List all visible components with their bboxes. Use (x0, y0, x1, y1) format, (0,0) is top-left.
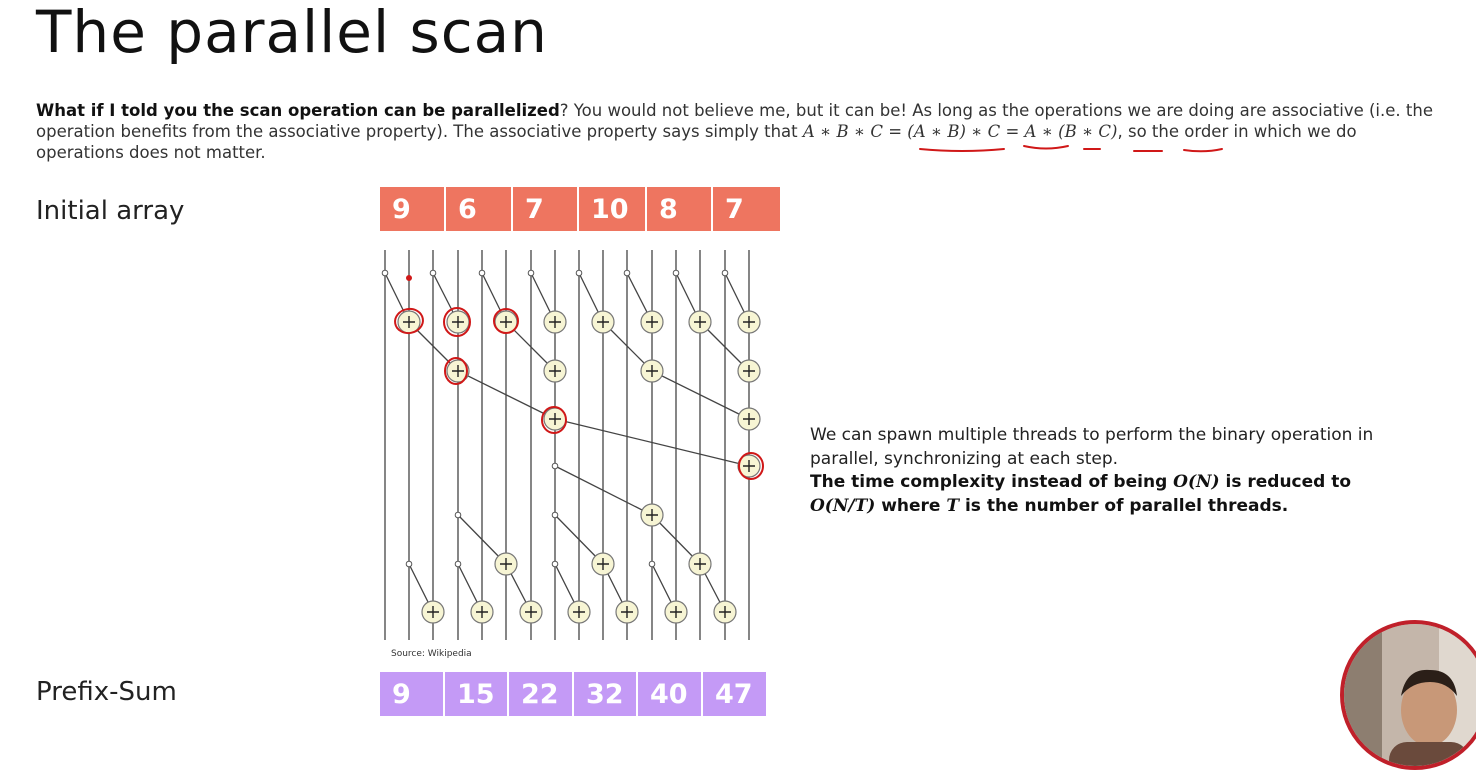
prefix-sum-label: Prefix-Sum (36, 677, 177, 707)
intro-paragraph: What if I told you the scan operation ca… (36, 100, 1436, 163)
initial-cell: 9 (380, 187, 446, 231)
initial-cell: 7 (513, 187, 579, 231)
prefix-cell: 47 (703, 672, 766, 716)
source-caption: Source: Wikipedia (391, 649, 472, 659)
initial-cell: 8 (647, 187, 713, 231)
prefix-cell: 9 (380, 672, 445, 716)
formula-underline-annotations (919, 145, 1223, 153)
red-annotation-circles (394, 275, 764, 480)
initial-cell: 10 (579, 187, 647, 231)
parallel-scan-diagram (381, 250, 764, 640)
intro-text-2: , so the order in which we do operations… (36, 122, 1357, 162)
complexity-bold: The time complexity instead of being O(N… (810, 472, 1351, 516)
complexity-line-1: We can spawn multiple threads to perform… (810, 425, 1374, 469)
prefix-cell: 22 (509, 672, 574, 716)
bold-text-b: is reduced to (1219, 472, 1352, 492)
source-dots (381, 269, 729, 568)
prefix-cell: 15 (445, 672, 509, 716)
initial-array: 9 6 7 10 8 7 (380, 187, 780, 231)
initial-cell: 7 (713, 187, 780, 231)
bold-text-a: The time complexity instead of being (810, 472, 1174, 492)
associative-formula: A ∗ B ∗ C = (A ∗ B) ∗ C = A ∗ (B ∗ C) (802, 122, 1118, 141)
initial-array-label: Initial array (36, 196, 185, 226)
bold-text-d: is the number of parallel threads. (959, 495, 1289, 516)
complexity-note: We can spawn multiple threads to perform… (810, 424, 1410, 518)
initial-cell: 6 (446, 187, 513, 231)
wires (384, 250, 750, 640)
plus-signs (403, 316, 755, 618)
math-ont: O(N/T) (810, 495, 876, 516)
math-on: O(N) (1173, 472, 1220, 492)
bold-text-c: where (875, 495, 947, 516)
slide-title: The parallel scan (36, 0, 548, 66)
prefix-sum-array: 9 15 22 32 40 47 (380, 672, 766, 716)
presenter-avatar (1344, 624, 1476, 766)
presenter-webcam (1340, 620, 1476, 770)
math-t: T (946, 495, 960, 516)
intro-text-1: ? You would not believe me, but it can b… (36, 101, 1433, 141)
prefix-cell: 40 (638, 672, 703, 716)
intro-bold: What if I told you the scan operation ca… (36, 101, 560, 120)
prefix-cell: 32 (574, 672, 638, 716)
